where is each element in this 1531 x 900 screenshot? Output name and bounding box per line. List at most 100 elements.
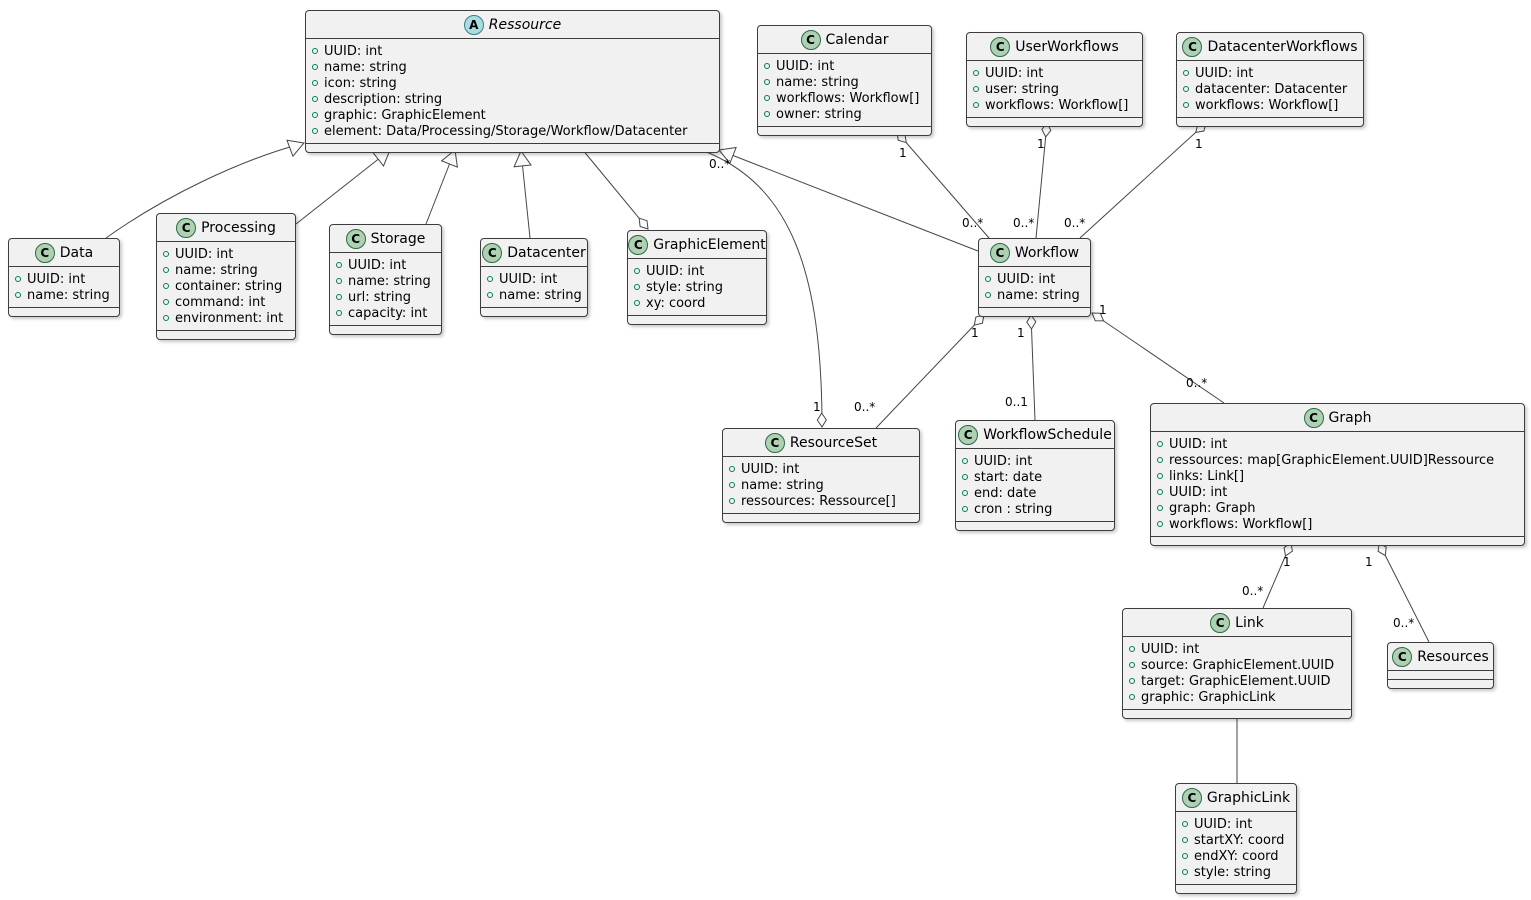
attribute-text: endXY: coord [1194, 848, 1279, 864]
class-attribute: UUID: int [1129, 641, 1345, 657]
class-marker-icon: C [989, 242, 1010, 263]
field-visibility-icon [973, 102, 979, 108]
attribute-text: cron : string [974, 501, 1053, 517]
attribute-text: UUID: int [1194, 816, 1253, 832]
field-visibility-icon [487, 292, 493, 298]
class-name: ResourceSet [789, 434, 878, 451]
attribute-text: links: Link[] [1169, 468, 1245, 484]
class-name: Ressource [488, 16, 562, 33]
field-visibility-icon [336, 278, 342, 284]
generalization-triangle-icon [440, 149, 459, 168]
class-marker-icon: C [990, 36, 1011, 57]
class-attribute: ressources: map[GraphicElement.UUID]Ress… [1157, 452, 1518, 468]
field-visibility-icon [634, 300, 640, 306]
attribute-text: UUID: int [1141, 641, 1200, 657]
attribute-text: workflows: Workflow[] [1195, 97, 1339, 113]
edge-line [703, 150, 823, 428]
class-name: Storage [370, 230, 426, 247]
attribute-text: description: string [324, 91, 443, 107]
field-visibility-icon [1157, 505, 1163, 511]
field-visibility-icon [312, 80, 318, 86]
field-visibility-icon [962, 458, 968, 464]
aggregation-diamond-icon [973, 314, 985, 326]
class-attribute: links: Link[] [1157, 468, 1518, 484]
field-visibility-icon [1183, 70, 1189, 76]
edge-line [295, 149, 391, 225]
field-visibility-icon [336, 294, 342, 300]
methods-compartment [1151, 536, 1524, 545]
multiplicity-label: 0..* [1186, 376, 1208, 390]
class-attribute: start: date [962, 469, 1108, 485]
class-attribute: graphic: GraphicElement [312, 107, 713, 123]
class-marker-icon: C [34, 242, 55, 263]
field-visibility-icon [1157, 441, 1163, 447]
field-visibility-icon [1182, 837, 1188, 843]
attribute-text: UUID: int [776, 58, 835, 74]
field-visibility-icon [729, 498, 735, 504]
class-attribute: workflows: Workflow[] [1183, 97, 1357, 113]
field-visibility-icon [487, 276, 493, 282]
attribute-text: command: int [175, 294, 266, 310]
class-name: WorkflowSchedule [983, 426, 1112, 443]
attribute-text: start: date [974, 469, 1043, 485]
field-visibility-icon [985, 276, 991, 282]
field-visibility-icon [1157, 457, 1163, 463]
edge-workflow-graph [1091, 312, 1225, 404]
class-attribute: UUID: int [336, 257, 435, 273]
methods-compartment [1388, 679, 1493, 688]
field-visibility-icon [962, 506, 968, 512]
class-name: Calendar [825, 31, 889, 48]
class-attribute: UUID: int [1157, 484, 1518, 500]
edge-line [581, 148, 649, 230]
attribute-text: UUID: int [741, 461, 800, 477]
class-marker-icon: C [1210, 612, 1231, 633]
methods-compartment [306, 143, 719, 152]
class-attribute: graph: Graph [1157, 500, 1518, 516]
aggregation-diamond-icon [1091, 312, 1105, 322]
field-visibility-icon [312, 96, 318, 102]
attribute-text: target: GraphicElement.UUID [1141, 673, 1331, 689]
class-attribute: style: string [634, 279, 760, 295]
attribute-text: name: string [741, 477, 824, 493]
generalization-triangle-icon [513, 149, 532, 168]
field-visibility-icon [1129, 694, 1135, 700]
methods-compartment [481, 307, 587, 316]
attribute-text: startXY: coord [1194, 832, 1285, 848]
field-visibility-icon [1129, 678, 1135, 684]
class-attribute: owner: string [764, 106, 925, 122]
class-attribute: name: string [985, 287, 1084, 303]
field-visibility-icon [729, 482, 735, 488]
attribute-text: style: string [646, 279, 724, 295]
class-attribute: workflows: Workflow[] [764, 90, 925, 106]
field-visibility-icon [1182, 853, 1188, 859]
field-visibility-icon [764, 95, 770, 101]
attribute-text: UUID: int [646, 263, 705, 279]
multiplicity-label: 1 [971, 326, 979, 340]
class-marker-icon: C [800, 29, 821, 50]
edge-line [105, 142, 305, 239]
methods-compartment [967, 117, 1142, 126]
class-attribute: UUID: int [634, 263, 760, 279]
generalization-triangle-icon [718, 146, 737, 165]
class-attribute: UUID: int [962, 453, 1108, 469]
class-marker-icon: C [1181, 787, 1202, 808]
attribute-text: name: string [175, 262, 258, 278]
attribute-text: UUID: int [175, 246, 234, 262]
class-marker-icon: C [958, 424, 979, 445]
field-visibility-icon [634, 268, 640, 274]
class-name: Processing [201, 219, 276, 236]
multiplicity-label: 1 [899, 146, 907, 160]
